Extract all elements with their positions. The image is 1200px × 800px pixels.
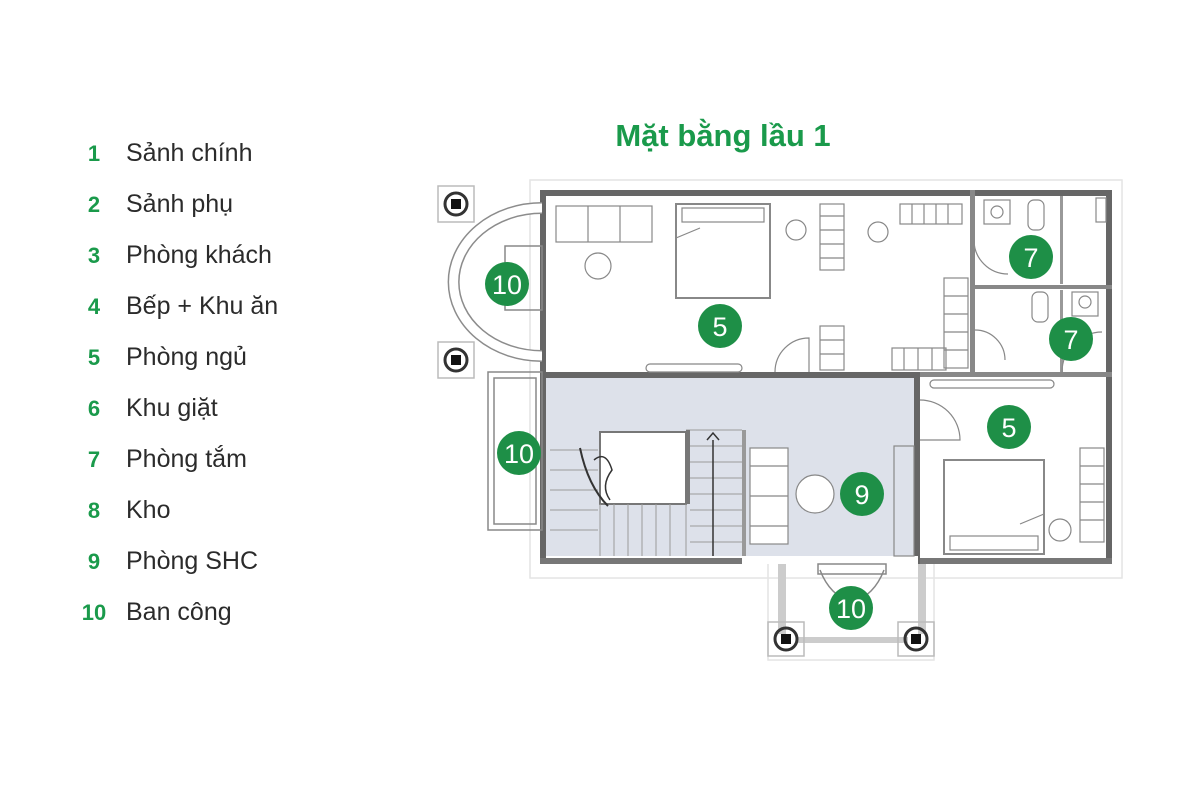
room-badge: 5	[698, 304, 742, 348]
bedroom-right-furniture	[893, 379, 1105, 557]
badge-label: 10	[492, 270, 522, 300]
walls	[540, 190, 1112, 564]
balcony-left	[437, 185, 543, 531]
legend-number: 5	[87, 344, 101, 370]
room-badge: 7	[1009, 235, 1053, 279]
legend: 1 Sảnh chính 2 Sảnh phụ 3 Phòng khách 4 Bếp …	[78, 128, 278, 638]
badge-label: 5	[712, 312, 727, 342]
room-badge: 10	[829, 586, 873, 630]
legend-item: 6 Khu giặt	[78, 383, 278, 434]
legend-number: 4	[87, 293, 101, 319]
badge-label: 7	[1063, 325, 1078, 355]
legend-label: Phòng SHC	[126, 547, 259, 575]
room-badge: 9	[840, 472, 884, 516]
legend-item: 4 Bếp + Khu ăn	[78, 281, 278, 332]
legend-label: Khu giặt	[126, 394, 218, 422]
legend-label: Sảnh chính	[126, 139, 253, 167]
legend-item: 10 Ban công	[78, 587, 278, 638]
bedroom-top-furniture	[555, 203, 969, 373]
badge-label: 10	[504, 439, 534, 469]
legend-number: 2	[87, 191, 101, 217]
site-outline	[529, 179, 1123, 579]
badge-label: 9	[854, 480, 869, 510]
room-badge: 7	[1049, 317, 1093, 361]
legend-number: 3	[87, 242, 101, 268]
legend-label: Phòng khách	[126, 241, 272, 269]
legend-label: Ban công	[126, 598, 232, 626]
plan-title: Mặt bằng lầu 1	[615, 118, 831, 153]
legend-item: 8 Kho	[78, 485, 278, 536]
legend-item: 5 Phòng ngủ	[78, 332, 278, 383]
legend-number: 7	[87, 446, 101, 472]
legend-number: 9	[87, 548, 101, 574]
legend-label: Sảnh phụ	[126, 190, 234, 218]
legend-label: Phòng ngủ	[126, 343, 247, 371]
legend-item: 2 Sảnh phụ	[78, 179, 278, 230]
shc-hall-fill	[546, 378, 686, 430]
shc-room-furniture	[749, 447, 835, 545]
legend-label: Phòng tắm	[126, 445, 247, 473]
badge-label: 10	[836, 594, 866, 624]
legend-label: Bếp + Khu ăn	[126, 292, 279, 320]
legend-number: 6	[87, 395, 101, 421]
legend-item: 1 Sảnh chính	[78, 128, 278, 179]
badge-label: 7	[1023, 243, 1038, 273]
room-badge: 10	[485, 262, 529, 306]
badge-label: 5	[1001, 413, 1016, 443]
legend-item: 7 Phòng tắm	[78, 434, 278, 485]
legend-item: 9 Phòng SHC	[78, 536, 278, 587]
legend-item: 3 Phòng khách	[78, 230, 278, 281]
legend-label: Kho	[126, 496, 171, 524]
room-badge: 5	[987, 405, 1031, 449]
balcony-bottom	[767, 563, 935, 657]
legend-number: 8	[87, 497, 101, 523]
legend-number: 10	[81, 599, 107, 625]
room-badge: 10	[497, 431, 541, 475]
legend-number: 1	[87, 140, 101, 166]
